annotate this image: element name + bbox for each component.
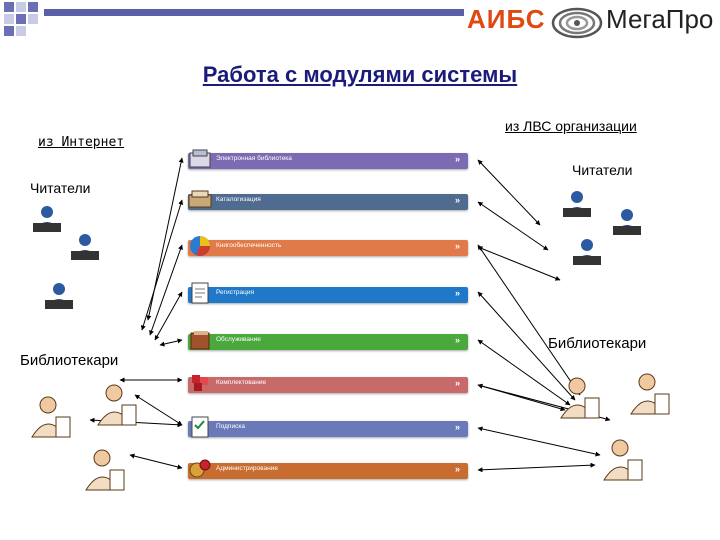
librarian-icon: [31, 396, 71, 438]
book-service-icon: [190, 331, 210, 350]
reader-computer-icon: [45, 283, 73, 309]
module-arrow-icon: »: [454, 378, 460, 388]
label-from-internet: из Интернет: [38, 135, 125, 150]
deco-square: [4, 2, 14, 12]
logo-aibs: АИБС: [467, 4, 546, 34]
reader-computer-icon: [71, 234, 99, 260]
module-label: Книгообеспеченность: [216, 242, 282, 249]
label-readers-left: Читатели: [30, 180, 91, 196]
catalog-cards-icon: [188, 190, 212, 208]
module-bar[interactable]: Обслуживание »: [188, 331, 468, 350]
module-bar[interactable]: Каталогизация »: [188, 190, 468, 210]
deco-square: [16, 26, 26, 36]
reader-computer-icon: [33, 206, 61, 232]
page-title: Работа с модулями системы: [202, 62, 518, 87]
module-bar[interactable]: Подписка »: [188, 416, 468, 438]
module-bar[interactable]: Регистрация »: [188, 282, 468, 304]
gears-icon: [189, 459, 211, 478]
module-label: Администрирование: [216, 465, 278, 472]
deco-square: [16, 14, 26, 24]
librarian-icon: [630, 373, 670, 415]
checklist-icon: [191, 416, 209, 438]
librarian-icon: [603, 439, 643, 481]
module-arrow-icon: »: [454, 195, 460, 205]
module-arrow-icon: »: [454, 288, 460, 298]
module-label: Электронная библиотека: [216, 155, 292, 162]
reader-computer-icon: [613, 209, 641, 235]
deco-square: [4, 14, 14, 24]
module-arrow-icon: »: [454, 154, 460, 164]
logo-megapro: МегаПро: [606, 4, 714, 34]
module-arrow-icon: »: [454, 241, 460, 251]
module-arrow-icon: »: [454, 422, 460, 432]
deco-square: [28, 2, 38, 12]
deco-square: [28, 14, 38, 24]
registration-form-icon: [191, 282, 209, 304]
module-label: Обслуживание: [216, 336, 261, 343]
label-readers-right: Читатели: [572, 162, 633, 178]
librarian-icon: [97, 384, 137, 426]
module-label: Подписка: [216, 423, 245, 430]
deco-square: [16, 2, 26, 12]
module-label: Комплектование: [216, 379, 267, 386]
module-bar[interactable]: Администрирование »: [188, 459, 468, 479]
module-arrow-icon: »: [454, 335, 460, 345]
logo-swirl-icon: [551, 7, 603, 39]
librarian-icon: [85, 449, 125, 491]
module-arrow-icon: »: [454, 464, 460, 474]
books-icon: [189, 149, 211, 168]
module-bar[interactable]: Электронная библиотека »: [188, 149, 468, 169]
pie-chart-icon: [190, 236, 210, 256]
module-bar[interactable]: Книгообеспеченность »: [188, 236, 468, 256]
module-label: Регистрация: [216, 289, 254, 296]
module-label: Каталогизация: [216, 196, 261, 203]
deco-square: [4, 26, 14, 36]
reader-computer-icon: [573, 239, 601, 265]
module-bar[interactable]: Комплектование »: [188, 375, 468, 393]
label-from-lan: из ЛВС организации: [505, 118, 637, 134]
label-librarians-left: Библиотекари: [20, 352, 119, 369]
puzzle-icon: [192, 375, 208, 391]
reader-computer-icon: [563, 191, 591, 217]
header-decoration: [0, 0, 720, 42]
header-line: [44, 9, 464, 16]
librarian-icon: [560, 377, 600, 419]
